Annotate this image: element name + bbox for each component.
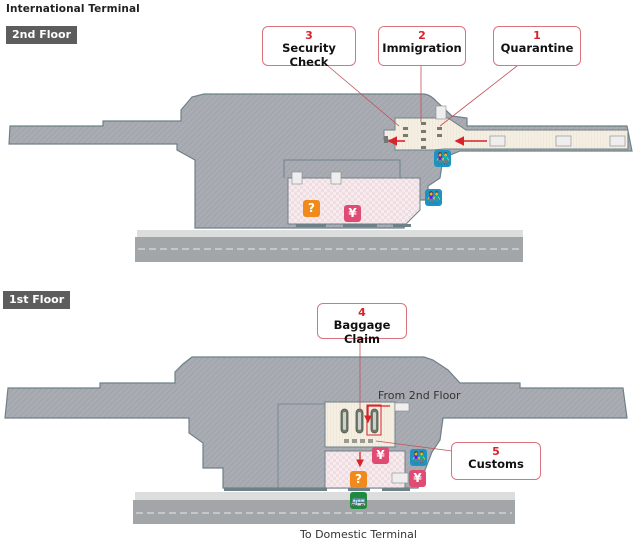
floor-badge-2f: 2nd Floor (6, 26, 78, 44)
callout-label: Quarantine (500, 41, 574, 55)
arrival-corridor-2f (383, 117, 629, 151)
building-1f (4, 356, 628, 489)
restroom-icon: 👫 (434, 150, 451, 167)
floor-1-plan (4, 339, 628, 524)
information-icon: ? (350, 471, 367, 488)
public-hall-2f (287, 177, 421, 225)
building-2f (8, 93, 633, 229)
callout-security-check: 3 Security Check (262, 26, 356, 69)
information-icon: ? (303, 200, 320, 217)
restroom-icon: 👫 (410, 449, 427, 466)
callout-quarantine: 1 Quarantine (493, 26, 581, 66)
callout-number: 4 (358, 306, 366, 319)
callout-label: Security Check (282, 41, 336, 69)
currency-exchange-icon: ¥ (344, 205, 361, 222)
floor-badge-1f: 1st Floor (3, 291, 71, 309)
bus-stop-icon: 🚌 (350, 492, 367, 509)
callout-number: 3 (305, 29, 313, 42)
callout-baggage-claim: 4 Baggage Claim (317, 303, 407, 346)
callout-label: Customs (468, 457, 524, 471)
from-2nd-floor-label: From 2nd Floor (378, 389, 461, 402)
callout-customs: 5 Customs (451, 442, 541, 480)
currency-exchange-icon: ¥ (372, 447, 389, 464)
page-title: International Terminal (6, 3, 140, 15)
callout-number: 5 (492, 445, 500, 458)
callout-number: 2 (418, 29, 426, 42)
callout-number: 1 (533, 29, 541, 42)
callout-label: Baggage Claim (333, 318, 391, 346)
callout-immigration: 2 Immigration (378, 26, 466, 66)
to-domestic-terminal-label: To Domestic Terminal (300, 528, 417, 541)
currency-exchange-icon: ¥ (409, 470, 426, 487)
callout-label: Immigration (382, 41, 462, 55)
restroom-icon: 👫 (425, 189, 442, 206)
floor-2-plan (8, 65, 633, 262)
